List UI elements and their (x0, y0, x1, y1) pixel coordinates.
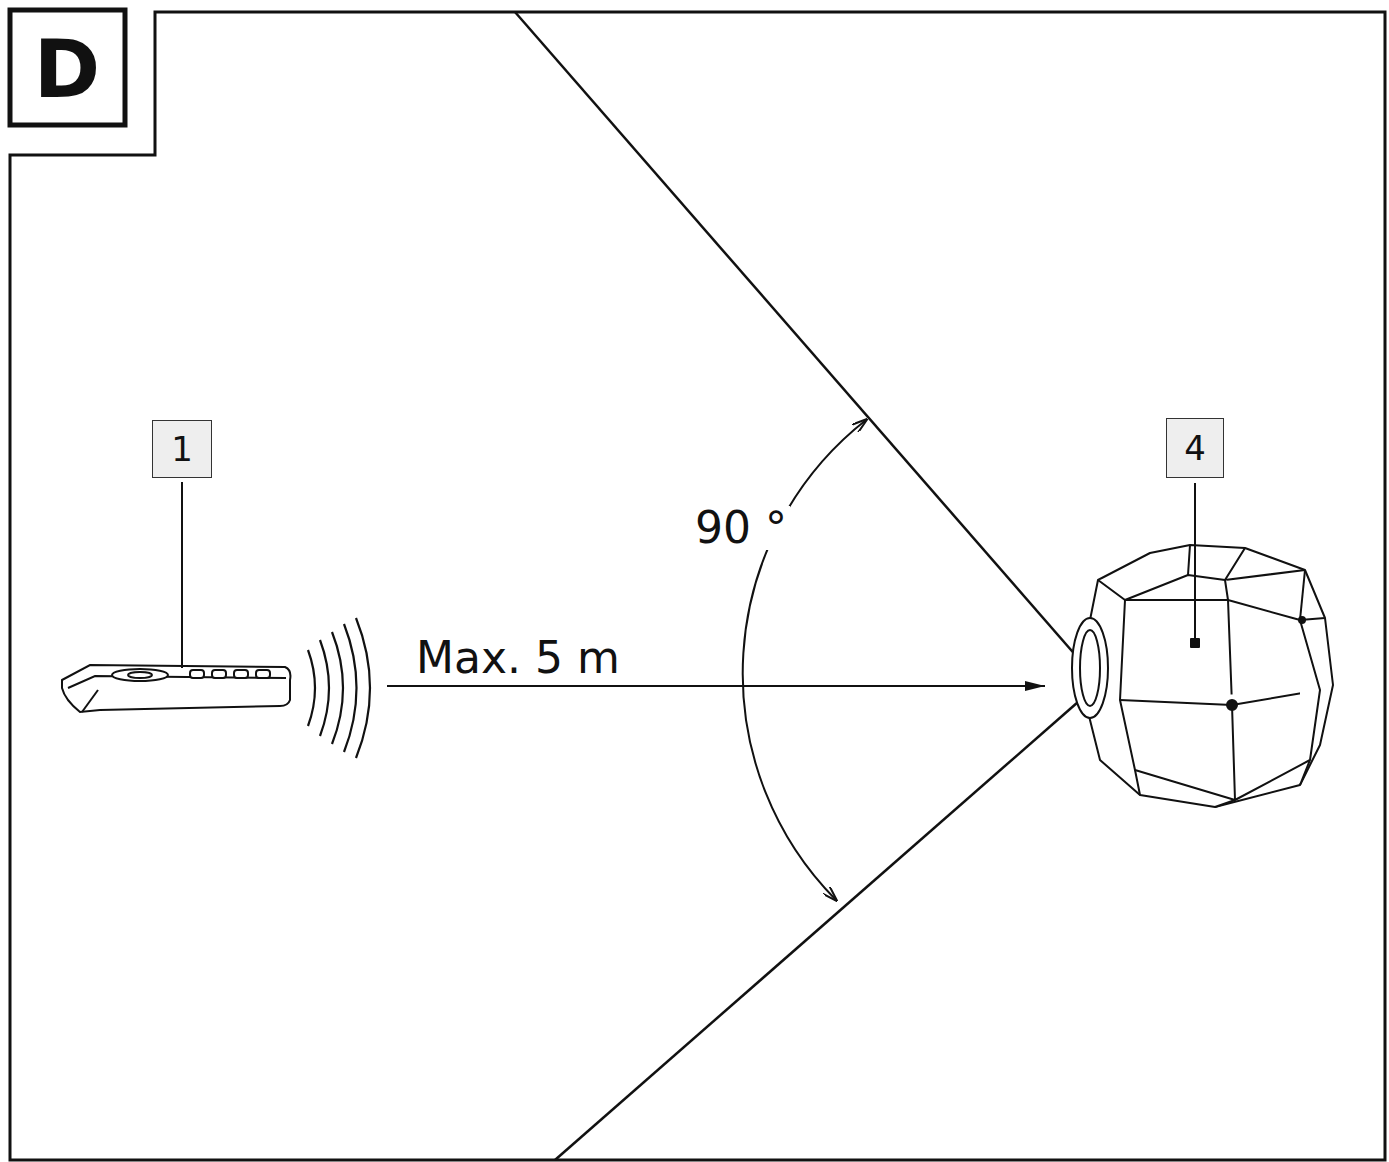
angle-arc (743, 420, 866, 900)
panel-letter: D (34, 30, 100, 110)
remote-control (62, 665, 290, 712)
cone-line (515, 12, 1078, 658)
frame (10, 12, 1385, 1160)
callout-number: 1 (152, 420, 212, 478)
callout-number: 4 (1166, 418, 1224, 478)
distance-dimension: Max. 5 m (413, 636, 623, 680)
leader-line (181, 482, 183, 668)
lamp (1072, 545, 1333, 807)
distance-arrow (387, 685, 1045, 687)
cone-line (555, 702, 1078, 1160)
leader-line (1194, 483, 1196, 640)
panel-box (10, 10, 125, 125)
signal-waves (308, 618, 370, 758)
angle-dimension: 90 ° (692, 506, 790, 550)
